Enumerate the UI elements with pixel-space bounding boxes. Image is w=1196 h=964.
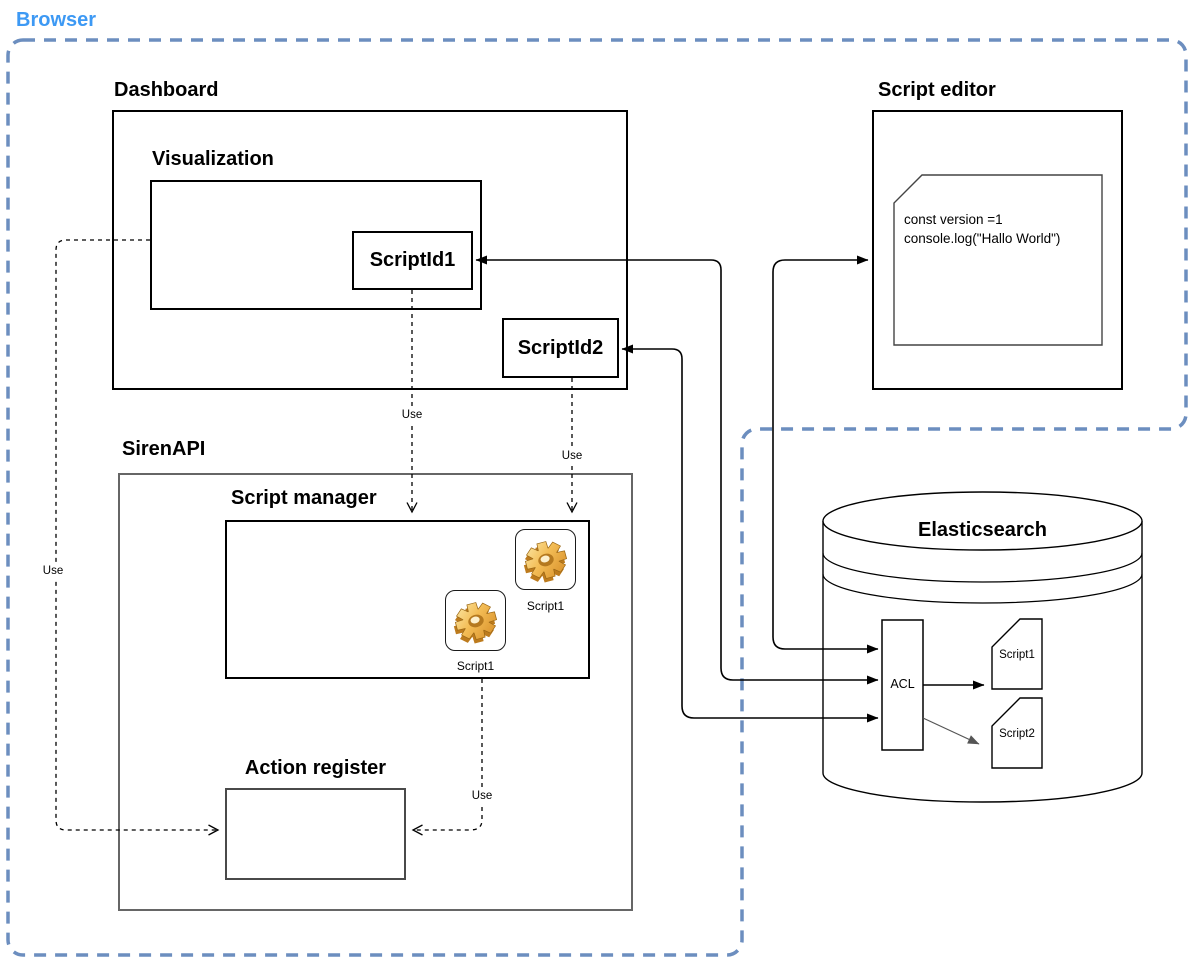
- action-register-box: [225, 788, 406, 880]
- gear1-frame: [515, 529, 576, 590]
- elasticsearch-title: Elasticsearch: [918, 519, 1047, 541]
- doc1-label: Script1: [999, 649, 1035, 661]
- browser-label: Browser: [16, 9, 97, 31]
- scriptid2-label: ScriptId2: [517, 336, 604, 359]
- action-register-title: Action register: [244, 757, 387, 779]
- scriptid1-label: ScriptId1: [369, 249, 456, 271]
- visualization-title: Visualization: [152, 148, 274, 170]
- dashboard-title: Dashboard: [114, 79, 219, 101]
- script-editor-title: Script editor: [878, 79, 996, 101]
- script-editor-box: [872, 110, 1123, 390]
- use-label: Use: [554, 450, 590, 463]
- use-label: Use: [35, 565, 71, 578]
- doc2-label: Script2: [999, 728, 1035, 740]
- code-line: const version =1: [904, 212, 1003, 227]
- edge-acl-script2: [922, 717, 980, 745]
- scriptid1-box: ScriptId1: [352, 231, 473, 290]
- acl-label: ACL: [890, 677, 915, 691]
- scriptid2-box: ScriptId2: [502, 318, 619, 378]
- gear2-label: Script1: [456, 659, 495, 673]
- gear1-label: Script1: [526, 599, 565, 613]
- gear2-frame: [445, 590, 506, 651]
- script-editor-code: const version =1 console.log("Hallo Worl…: [904, 211, 1060, 248]
- script-manager-title: Script manager: [231, 487, 377, 509]
- code-line: console.log("Hallo World"): [904, 230, 1061, 246]
- edge-scripteditor-acl: [772, 255, 879, 654]
- use-label: Use: [464, 790, 500, 803]
- sirenapi-title: SirenAPI: [122, 438, 206, 460]
- use-label: Use: [394, 409, 430, 422]
